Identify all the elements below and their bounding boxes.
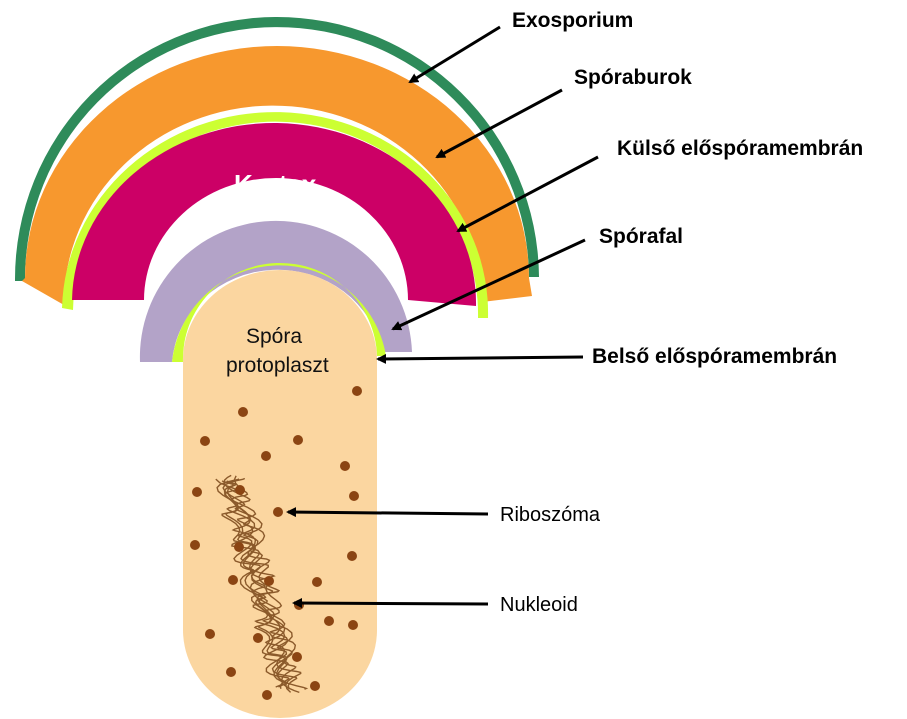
ribosome-dot [310,681,320,691]
ribosome-dot [352,386,362,396]
ribosome-dot [324,616,334,626]
ribosome-dot [261,451,271,461]
ribosome-dot [190,540,200,550]
ribosome-dot [312,577,322,587]
ribosome-dot [273,507,283,517]
ribosome-dot [238,407,248,417]
ribosome-dot [228,575,238,585]
exosporium-arrow [410,27,500,82]
kulso-membran-label: Külső előspóramembrán [617,137,863,160]
ribosome-dot [226,667,236,677]
riboszoma-arrow [288,512,488,514]
ribosome-dot [292,652,302,662]
belso-membran-arrow [378,357,583,359]
ribosome-dot [348,620,358,630]
ribosome-dot [234,542,244,552]
protoplast-label-line2: protoplaszt [226,354,329,377]
kortex-label: Kortex [234,169,317,199]
nukleoid-arrow [294,603,488,604]
ribosome-dot [347,551,357,561]
protoplast-label-line1: Spóra [246,325,302,348]
ribosome-dot [253,633,263,643]
ribosome-dot [349,491,359,501]
ribosome-dot [262,690,272,700]
riboszoma-label: Riboszóma [500,504,601,526]
ribosome-dot [264,576,274,586]
ribosome-dot [192,487,202,497]
ribosome-dot [340,461,350,471]
ribosome-dot [205,629,215,639]
sporaburok-label: Spóraburok [574,66,692,89]
nukleoid-label: Nukleoid [500,594,578,616]
ribosome-dot [235,485,245,495]
sporafal-label: Spórafal [599,225,683,248]
ribosome-dot [200,436,210,446]
ribosome-dot [293,435,303,445]
belso-membran-label: Belső előspóramembrán [592,345,837,368]
ribosome-dot [294,600,304,610]
exosporium-label: Exosporium [512,9,633,32]
